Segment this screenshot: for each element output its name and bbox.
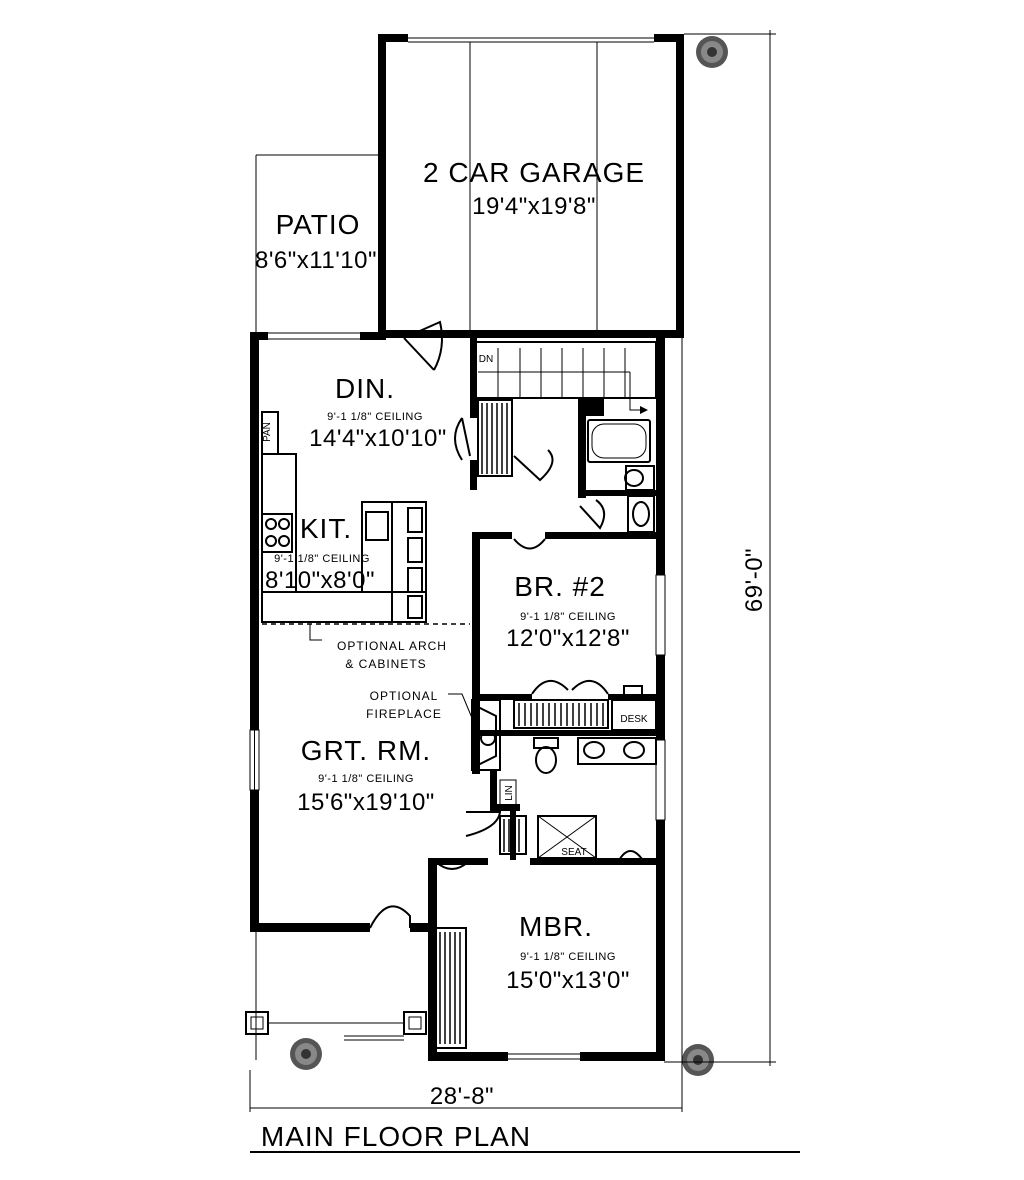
kitchen-size: 8'10"x8'0" — [265, 567, 375, 594]
desk: DESK — [611, 685, 657, 731]
bedroom2-size: 12'0"x12'8" — [506, 625, 630, 652]
great-room-ceiling: 9'-1 1/8" CEILING — [318, 773, 414, 785]
dining-name: DIN. — [335, 373, 395, 404]
tree-icon — [696, 36, 728, 68]
kitchen-ceiling: 9'-1 1/8" CEILING — [274, 553, 370, 565]
arch-note-1: OPTIONAL ARCH — [337, 639, 447, 653]
great-room-size: 15'6"x19'10" — [297, 789, 435, 816]
linen-label: LIN — [504, 785, 515, 801]
stairs: DN — [475, 341, 657, 414]
garage-name: 2 CAR GARAGE — [423, 157, 645, 188]
patio — [255, 154, 378, 336]
garage-size: 19'4"x19'8" — [472, 193, 596, 220]
tree-icon — [682, 1044, 714, 1076]
master-ceiling: 9'-1 1/8" CEILING — [520, 951, 616, 963]
pantry-label: PAN — [262, 422, 273, 442]
fireplace-note-1: OPTIONAL — [370, 689, 439, 703]
callout-leaders — [309, 624, 473, 719]
fireplace — [471, 699, 501, 771]
dimension-lines — [249, 30, 800, 1153]
garage — [378, 34, 684, 338]
arch-note-2: & CABINETS — [345, 657, 426, 671]
master-size: 15'0"x13'0" — [506, 967, 630, 994]
overall-width: 28'-8" — [430, 1083, 494, 1110]
bedroom2-name: BR. #2 — [514, 571, 606, 602]
bathroom-fixtures: SEAT LIN — [499, 419, 657, 859]
doors — [369, 320, 645, 929]
front-porch — [245, 932, 427, 1060]
master-name: MBR. — [519, 911, 593, 942]
seat-label: SEAT — [561, 847, 586, 858]
bedroom2-ceiling: 9'-1 1/8" CEILING — [520, 611, 616, 623]
plan-title: MAIN FLOOR PLAN — [261, 1121, 531, 1152]
dining-ceiling: 9'-1 1/8" CEILING — [327, 411, 423, 423]
great-room-name: GRT. RM. — [301, 735, 431, 766]
dining-size: 14'4"x10'10" — [309, 425, 447, 452]
kitchen-fixtures: PAN — [261, 411, 470, 625]
tree-icons — [290, 36, 728, 1076]
desk-label: DESK — [620, 714, 648, 725]
tree-icon — [290, 1038, 322, 1070]
overall-depth: 69'-0" — [741, 548, 768, 612]
patio-size: 8'6"x11'10" — [255, 247, 377, 274]
patio-name: PATIO — [276, 209, 361, 240]
kitchen-name: KIT. — [300, 513, 352, 544]
closet-hatches — [435, 399, 609, 1049]
stair-down-label: DN — [479, 354, 493, 365]
fireplace-note-2: FIREPLACE — [366, 707, 442, 721]
labels: 2 CAR GARAGE 19'4"x19'8" PATIO 8'6"x11'1… — [255, 157, 768, 1152]
